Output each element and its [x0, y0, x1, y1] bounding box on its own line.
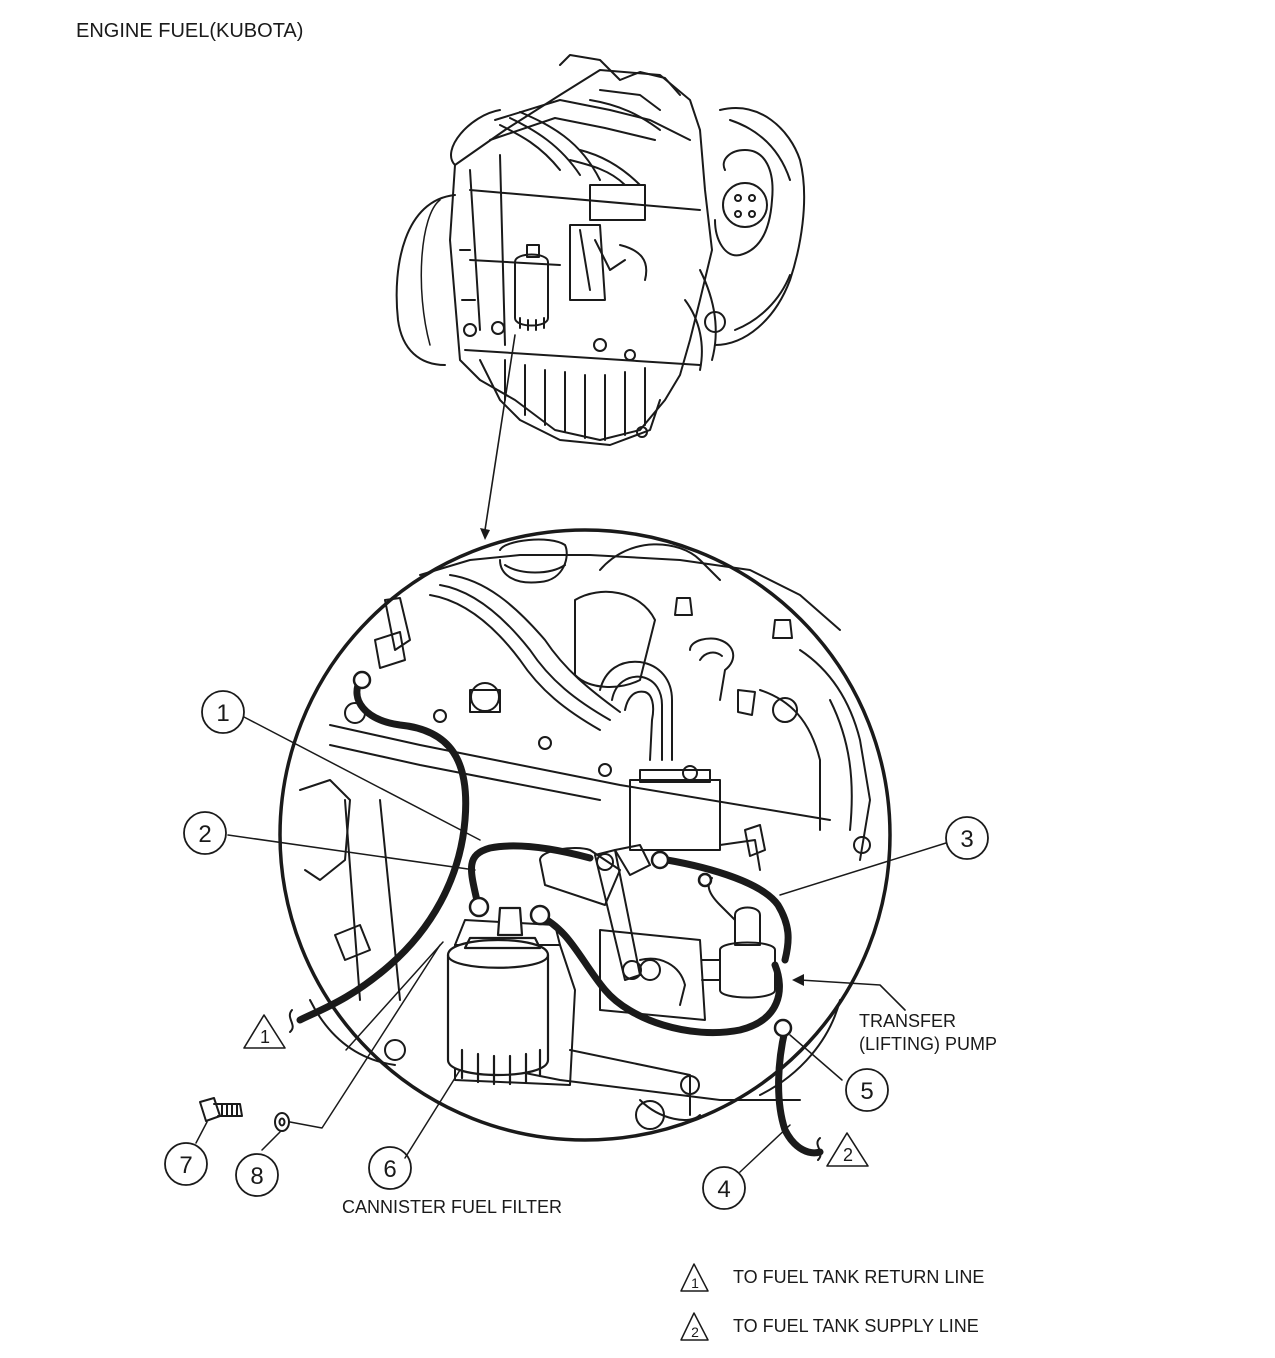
- svg-text:5: 5: [860, 1078, 873, 1105]
- return-line-hose: [296, 676, 470, 1024]
- detail-view-circle: [278, 528, 892, 1142]
- legend: 1 TO FUEL TANK RETURN LINE 2 TO FUEL TAN…: [680, 1263, 984, 1341]
- callout-6: 6: [368, 1146, 412, 1190]
- leader-lines: [195, 716, 947, 1173]
- filter-outlet-hose: [467, 842, 594, 909]
- svg-text:1: 1: [691, 1275, 699, 1291]
- engine-overview-illustration: [395, 54, 806, 446]
- svg-text:2: 2: [198, 821, 211, 848]
- hose-break-marks: [288, 1009, 822, 1161]
- transfer-pump-arrow: [792, 974, 906, 1011]
- return-line-flag: 1: [243, 1014, 286, 1049]
- svg-text:3: 3: [960, 826, 973, 853]
- svg-text:7: 7: [179, 1152, 192, 1179]
- svg-text:6: 6: [383, 1156, 396, 1183]
- zoom-leader-arrow: [480, 334, 516, 540]
- svg-text:2: 2: [691, 1324, 699, 1340]
- diagram-title: ENGINE FUEL(KUBOTA): [76, 20, 303, 42]
- cannister-filter-label: CANNISTER FUEL FILTER: [342, 1197, 562, 1217]
- legend-text-supply: TO FUEL TANK SUPPLY LINE: [733, 1316, 979, 1336]
- callout-7: 7: [164, 1142, 208, 1186]
- hose-clamps: [352, 670, 793, 1038]
- cannister-fuel-filter: [446, 906, 550, 1086]
- detail-engine-illustration: [299, 538, 871, 1130]
- svg-text:2: 2: [843, 1145, 853, 1165]
- pump-to-filter-hose: [534, 911, 783, 1037]
- transfer-pump-label-line2: (LIFTING) PUMP: [859, 1034, 997, 1054]
- callout-2: 2: [183, 811, 227, 855]
- legend-text-return: TO FUEL TANK RETURN LINE: [733, 1267, 984, 1287]
- washer-8-illustration: [274, 1112, 290, 1132]
- bolt-7-illustration: [199, 1097, 243, 1122]
- transfer-pump-outlet-hose: [651, 854, 792, 964]
- transfer-pump-label-line1: TRANSFER: [859, 1011, 956, 1031]
- legend-item-supply: 2 TO FUEL TANK SUPPLY LINE: [680, 1312, 979, 1341]
- svg-text:8: 8: [250, 1163, 263, 1190]
- callout-4: 4: [702, 1166, 746, 1210]
- callout-1: 1: [201, 690, 245, 734]
- callout-8: 8: [235, 1153, 279, 1197]
- callout-3: 3: [945, 816, 989, 860]
- svg-text:4: 4: [717, 1176, 730, 1203]
- svg-text:1: 1: [260, 1027, 270, 1047]
- legend-item-return: 1 TO FUEL TANK RETURN LINE: [680, 1263, 984, 1292]
- supply-line-flag: 2: [826, 1132, 869, 1167]
- svg-text:1: 1: [216, 700, 229, 727]
- fuel-lines: [296, 676, 824, 1157]
- callout-5: 5: [845, 1068, 889, 1112]
- supply-line-hose: [775, 1026, 824, 1157]
